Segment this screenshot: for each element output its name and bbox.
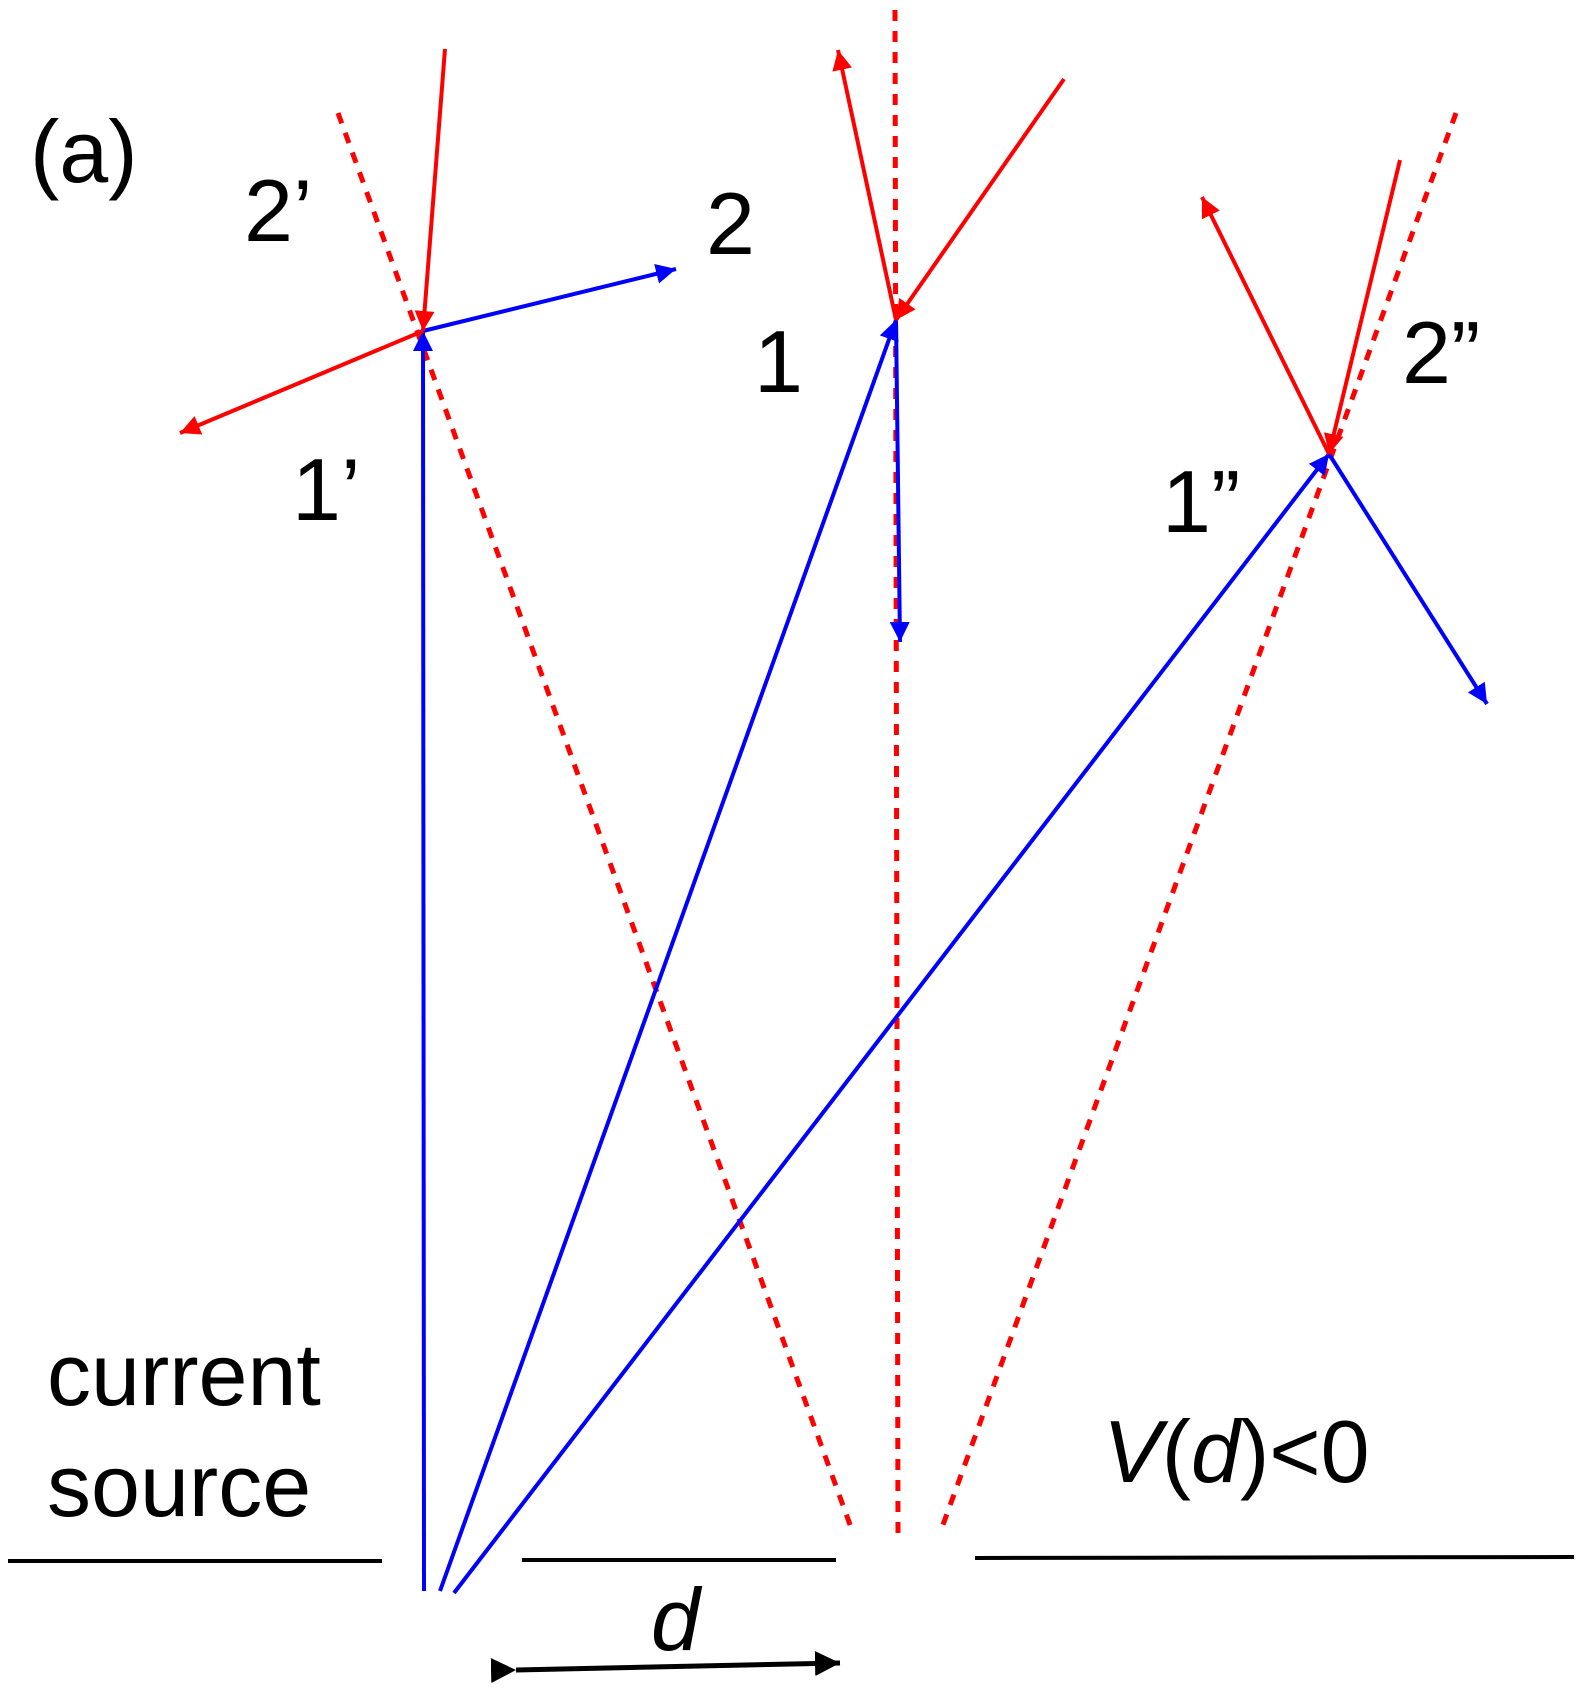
outgoing-blue-arrows <box>422 264 1489 706</box>
distance-label: d <box>651 1570 703 1669</box>
label-2: 2 <box>706 174 755 273</box>
red-incoming-left <box>414 48 447 332</box>
red-outgoing-center <box>832 49 898 321</box>
label-2-double-prime: 2” <box>1402 303 1480 402</box>
label-1: 1 <box>754 312 803 411</box>
normal-line-right <box>937 112 1459 1534</box>
potential-close: )<0 <box>1240 1402 1370 1501</box>
potential-d: d <box>1191 1402 1243 1501</box>
incident-rays <box>413 319 1331 1595</box>
potential-V: V <box>1103 1402 1169 1501</box>
distance-arrow <box>490 1651 841 1684</box>
ray-1-reflected-down <box>889 319 910 643</box>
potential-open-paren: ( <box>1162 1402 1191 1501</box>
current-source-line2: source <box>47 1436 311 1535</box>
ray-2 <box>422 264 677 333</box>
red-outgoing-left <box>179 329 424 435</box>
ray-1-double-prime <box>452 452 1331 1595</box>
label-1-double-prime: 1” <box>1162 452 1240 551</box>
label-2-prime: 2’ <box>244 161 313 260</box>
red-arrows <box>179 48 1402 455</box>
red-incoming-center <box>894 77 1066 322</box>
potential-label: V(d)<0 <box>1103 1402 1370 1501</box>
red-incoming-right <box>1323 159 1402 455</box>
ray-1 <box>438 319 899 1592</box>
normal-lines <box>335 9 1459 1534</box>
panel-label: (a) <box>30 102 138 201</box>
label-1-prime: 1’ <box>292 440 361 539</box>
current-source-line1: current <box>47 1325 321 1424</box>
ray-2-double-prime-blue <box>1327 452 1489 706</box>
normal-line-center <box>892 9 901 1534</box>
surface-segment-right <box>974 1555 1575 1560</box>
ray-1-prime <box>413 330 434 1592</box>
surface-lines <box>8 1555 1575 1563</box>
red-outgoing-right <box>1200 196 1331 455</box>
